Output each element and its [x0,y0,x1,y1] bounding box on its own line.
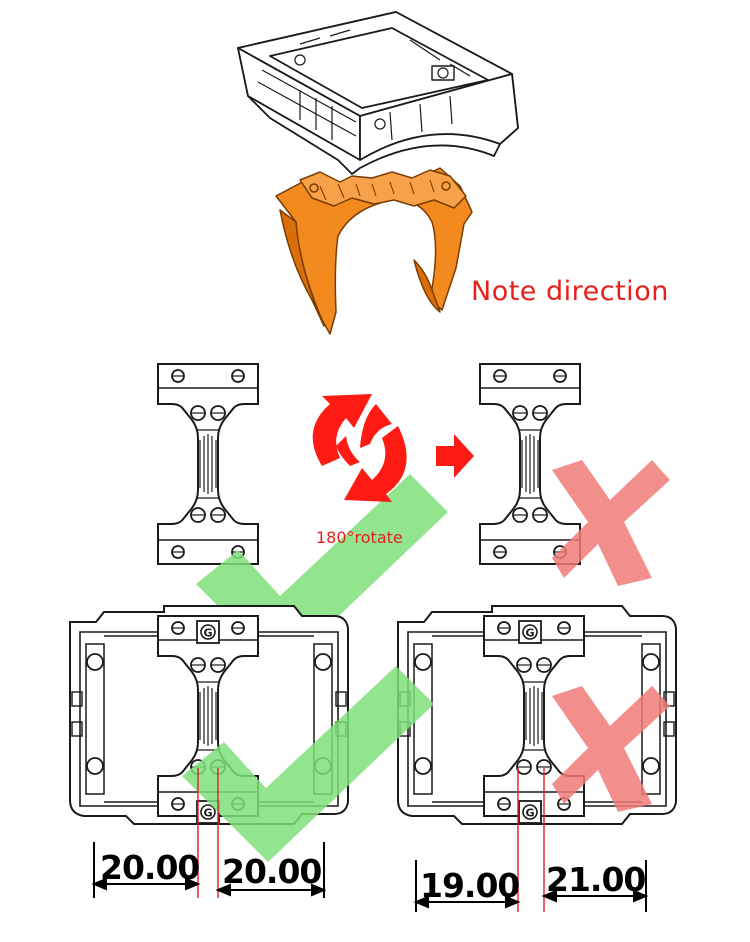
rotate-arrows-icon [312,394,407,502]
dimension-wrong-left: 19.00 [420,866,520,905]
dimension-lines-wrong [413,860,649,912]
dimension-wrong-right: 21.00 [546,860,646,899]
dimension-correct-right: 20.00 [222,852,322,891]
motor-mount-isometric [237,11,519,175]
rotate-label: 180°rotate [316,528,403,547]
dimension-correct-left: 20.00 [100,848,200,887]
note-direction-label: Note direction [471,276,669,307]
heatsink-clamp-orange [275,167,473,335]
alignment-guide-lines [197,768,545,912]
dimension-lines-correct [91,842,327,898]
clamp-plate-correct-orientation [157,363,259,565]
clamp-plate-rotated-orientation [479,363,581,565]
right-arrow-icon [436,434,474,478]
